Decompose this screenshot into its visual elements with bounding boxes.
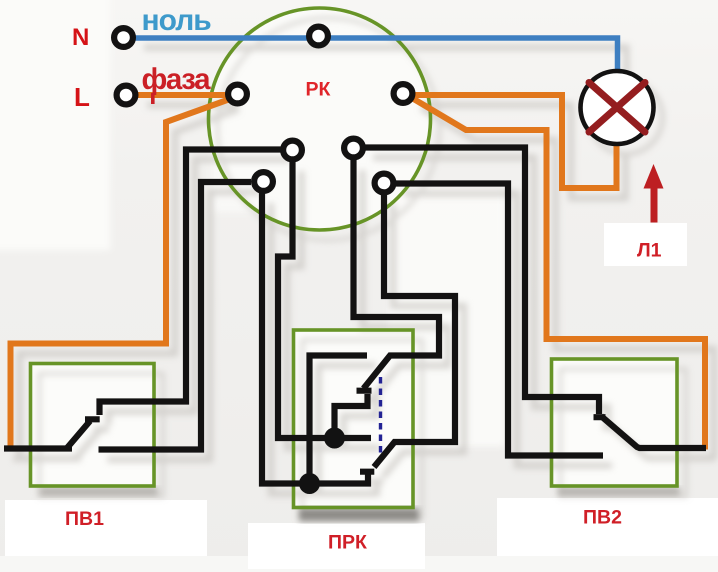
svg-text:РК: РК (306, 79, 331, 101)
svg-text:фаза: фаза (142, 63, 212, 96)
svg-text:ПРК: ПРК (328, 532, 367, 554)
svg-text:L: L (74, 82, 90, 112)
svg-text:N: N (72, 24, 89, 51)
svg-text:ноль: ноль (142, 4, 212, 37)
svg-text:ПВ2: ПВ2 (583, 507, 622, 529)
svg-text:ПВ1: ПВ1 (65, 508, 104, 530)
svg-text:Л1: Л1 (637, 240, 662, 262)
